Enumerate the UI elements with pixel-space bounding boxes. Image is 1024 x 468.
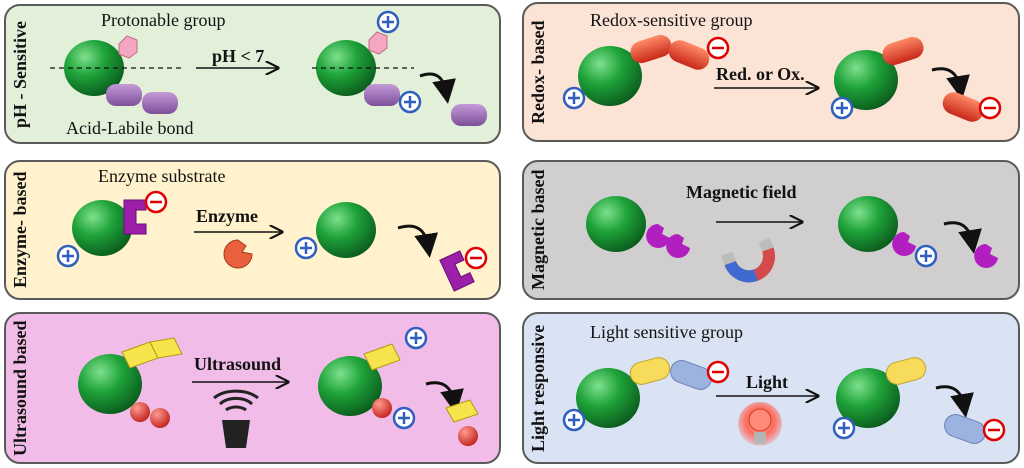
magnetic-diagram [586,196,998,283]
cation-icon [830,96,854,120]
light-top-label: Light sensitive group [590,322,743,342]
magnetic-pacman-icon [892,232,916,256]
enzyme-pacman-icon [223,239,253,269]
nanoparticle-sphere [576,368,640,428]
released-blob [451,104,487,126]
release-curve-arrow [425,381,464,414]
cation-icon [398,90,422,114]
nanoparticle-sphere [838,196,898,252]
ultrasound-diagram [78,326,479,448]
cation-icon [914,244,938,268]
cation-icon [56,244,80,268]
nanoparticle-sphere [834,50,898,110]
redox-capsule [668,40,710,70]
anion-icon [978,96,1002,120]
redox-arrow-label: Red. or Ox. [716,64,805,84]
light-panel: Light responsive Light sensitive group L… [522,312,1020,464]
redox-capsule [882,36,924,66]
redox-capsule [942,92,984,122]
anion-icon [706,360,730,384]
ultrasound-yellow-tag [363,343,401,371]
enzyme-arrow-label: Enzyme [196,206,258,226]
ultrasound-bead [130,402,150,422]
ultrasound-yellow-tag [445,399,479,423]
magnetic-pacman-icon [646,224,670,248]
ph-arrow-label: pH < 7 [212,46,265,66]
ultrasound-arrow-label: Ultrasound [194,354,282,374]
nanoparticle-sphere [586,196,646,252]
cation-icon [294,236,318,260]
enzyme-top-label: Enzyme substrate [98,166,226,186]
anion-icon [982,418,1006,442]
protonable-hexagon [118,35,138,59]
ph-diagram [50,10,487,126]
ultrasound-yellow-tag [149,337,183,359]
ph-panel: pH - Sensitive Protonable group Acid-Lab… [4,4,501,144]
redox-capsule [630,34,672,64]
magnetic-pacman-icon [974,244,998,268]
ultrasound-panel: Ultrasound based Ultrasound [4,312,501,464]
ultrasound-bead [458,426,478,446]
acid-labile-blob [142,92,178,114]
protonable-hexagon [368,31,388,55]
enzyme-panel: Enzyme- based Enzyme substrate Enzyme [4,160,501,300]
cation-icon [562,86,586,110]
cation-icon [376,10,400,34]
acid-labile-blob [364,84,400,106]
ultrasound-bead [150,408,170,428]
horseshoe-magnet-icon [721,238,775,283]
release-curve-arrow [935,385,974,418]
light-blue-capsule [944,414,986,444]
speaker-icon [213,389,259,448]
enzyme-diagram [56,190,488,292]
anion-icon [464,246,488,270]
nanoparticle-sphere [316,40,376,96]
anion-icon [144,190,168,214]
release-curve-arrow [931,67,970,100]
magnetic-pacman-icon [666,234,690,258]
ph-bottom-label: Acid-Labile bond [66,118,194,138]
redox-diagram [562,34,1002,122]
nanoparticle-sphere [78,354,142,414]
cation-icon [562,408,586,432]
magnetic-arrow-label: Magnetic field [686,182,797,202]
ultrasound-bead [372,398,392,418]
nanoparticle-sphere [316,202,376,258]
acid-labile-blob [106,84,142,106]
cation-icon [404,326,428,350]
light-arrow-label: Light [746,372,789,392]
nanoparticle-sphere [318,356,382,416]
cation-icon [832,416,856,440]
nanoparticle-sphere [836,368,900,428]
ph-top-label: Protonable group [101,10,226,30]
nanoparticle-sphere [578,46,642,106]
light-diagram [562,357,1006,446]
light-yellow-capsule [629,357,671,385]
magnetic-panel: Magnetic based Magnetic field [522,160,1020,300]
light-bulb-icon [738,402,782,446]
cation-icon [392,406,416,430]
nanoparticle-sphere [72,200,132,256]
release-curve-arrow [943,221,982,254]
enzyme-substrate-clamp [439,250,475,292]
light-yellow-capsule [885,357,927,385]
light-blue-capsule [670,360,712,390]
release-curve-arrow [397,224,439,258]
redox-top-label: Redox-sensitive group [590,10,753,30]
enzyme-substrate-clamp [123,199,147,235]
anion-icon [706,36,730,60]
redox-panel: Redox- based Redox-sensitive group Red. … [522,2,1020,142]
release-curve-arrow [419,72,456,104]
nanoparticle-sphere [64,40,124,96]
